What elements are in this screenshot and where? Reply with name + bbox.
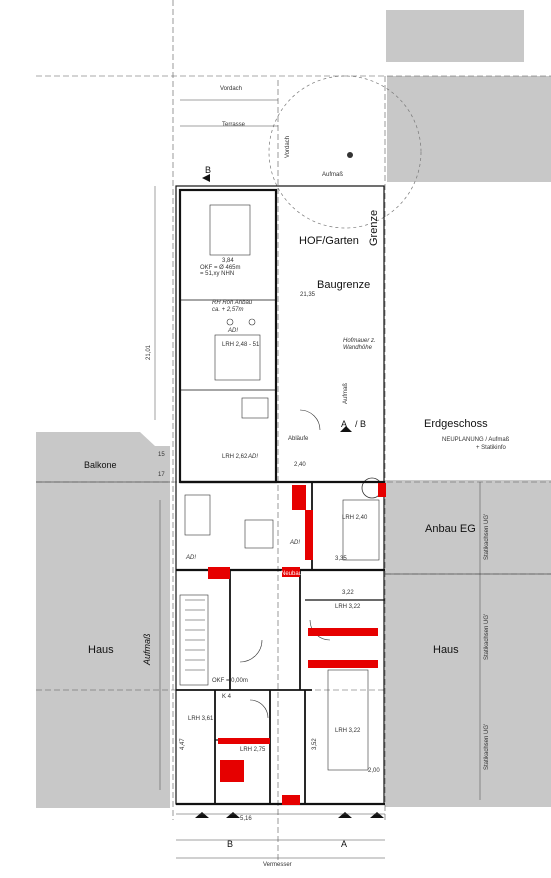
label-b-bottom: B	[227, 839, 234, 849]
label-lrh-2: LRH 2,62	[222, 454, 248, 460]
label-ablaeufe: Abläufe	[288, 436, 309, 442]
neighbour-block-right-upper	[387, 76, 551, 182]
label-baugrenze: Baugrenze	[317, 279, 371, 291]
label-vordach-top: Vordach	[220, 86, 243, 92]
label-terrasse: Terrasse	[222, 122, 246, 128]
label-hof-garten: HOF/Garten	[299, 235, 359, 247]
label-a-bottom: A	[341, 839, 348, 849]
label-lrh-7: LRH 3,22	[335, 728, 361, 734]
dim-240: 2,40	[294, 462, 306, 468]
label-lrh-3: LRH 2,40	[342, 515, 368, 521]
label-okf-upper: OKF = Ø 465m	[200, 265, 241, 271]
label-aufmass-top: Aufmaß	[322, 172, 344, 178]
label-lrh-5: LRH 3,61	[188, 716, 214, 722]
label-lrh-6: LRH 2,75	[240, 747, 266, 753]
dim-2101: 21,01	[146, 344, 152, 360]
dim-384: 3,84	[222, 258, 234, 264]
dim-200: 2,00	[368, 768, 380, 774]
label-lrh-1: LRH 2,48 - 51	[222, 342, 260, 348]
label-okf-upper2: = 51,xy NHN	[200, 271, 235, 277]
dim-335: 3,35	[335, 556, 347, 562]
label-statik-2: Statikachsen UG'	[484, 613, 490, 660]
label-grenze: Grenze	[368, 209, 380, 246]
label-ad-3: AD!	[290, 540, 301, 546]
label-a-mid: A	[341, 419, 348, 429]
dim-516: 5,16	[240, 816, 252, 822]
subtitle-line2: + Statikinfo	[476, 445, 506, 451]
label-b-mid: / B	[355, 419, 367, 429]
label-balkone: Balkone	[84, 460, 117, 470]
label-vermesser: Vermesser	[263, 862, 292, 868]
title: Erdgeschoss	[424, 418, 488, 430]
dim-322: 3,22	[342, 590, 354, 596]
label-okf-lower: OKF = 0,00m	[212, 678, 248, 684]
label-hofmauer: Hofmauer z.	[343, 338, 376, 344]
label-aufmass-vertical: Aufmaß	[142, 633, 152, 665]
label-vordach-vertical: Vordach	[285, 135, 291, 158]
label-b-top: B	[205, 165, 212, 175]
label-rh-roh: RH Roh Anbau	[212, 300, 253, 306]
label-statik-1: Statikachsen UG'	[484, 513, 490, 560]
label-k4: K 4	[222, 694, 232, 700]
neighbour-block-right-lower	[385, 480, 551, 807]
dim-15: 15	[158, 452, 165, 458]
label-ad-4: AD!	[186, 555, 197, 561]
label-rh-roh2: ca. + 2,57m	[212, 307, 244, 313]
label-neubau: Neubau	[281, 571, 303, 577]
label-haus-right: Haus	[433, 644, 459, 656]
label-hofmauer2: Wandhöhe	[343, 345, 372, 351]
neighbour-block-left	[36, 432, 170, 808]
label-lrh-4: LRH 3,22	[335, 604, 361, 610]
label-haus-left: Haus	[88, 644, 114, 656]
label-aufmass-right: Aufmaß	[343, 382, 349, 404]
label-statik-3: Statikachsen UG'	[484, 723, 490, 770]
subtitle-line1: NEUPLANUNG / Aufmaß	[442, 437, 510, 443]
neighbour-block-top-right	[386, 10, 524, 62]
label-anbau-eg: Anbau EG	[425, 523, 476, 535]
dim-17: 17	[158, 472, 165, 478]
label-ad-1: AD!	[228, 328, 239, 334]
label-ad-2: AD!	[248, 454, 259, 460]
dim-352: 3,52	[312, 738, 318, 750]
dim-447: 4,47	[180, 738, 186, 750]
dim-235: 21,35	[300, 292, 316, 298]
new-walls	[208, 483, 386, 805]
